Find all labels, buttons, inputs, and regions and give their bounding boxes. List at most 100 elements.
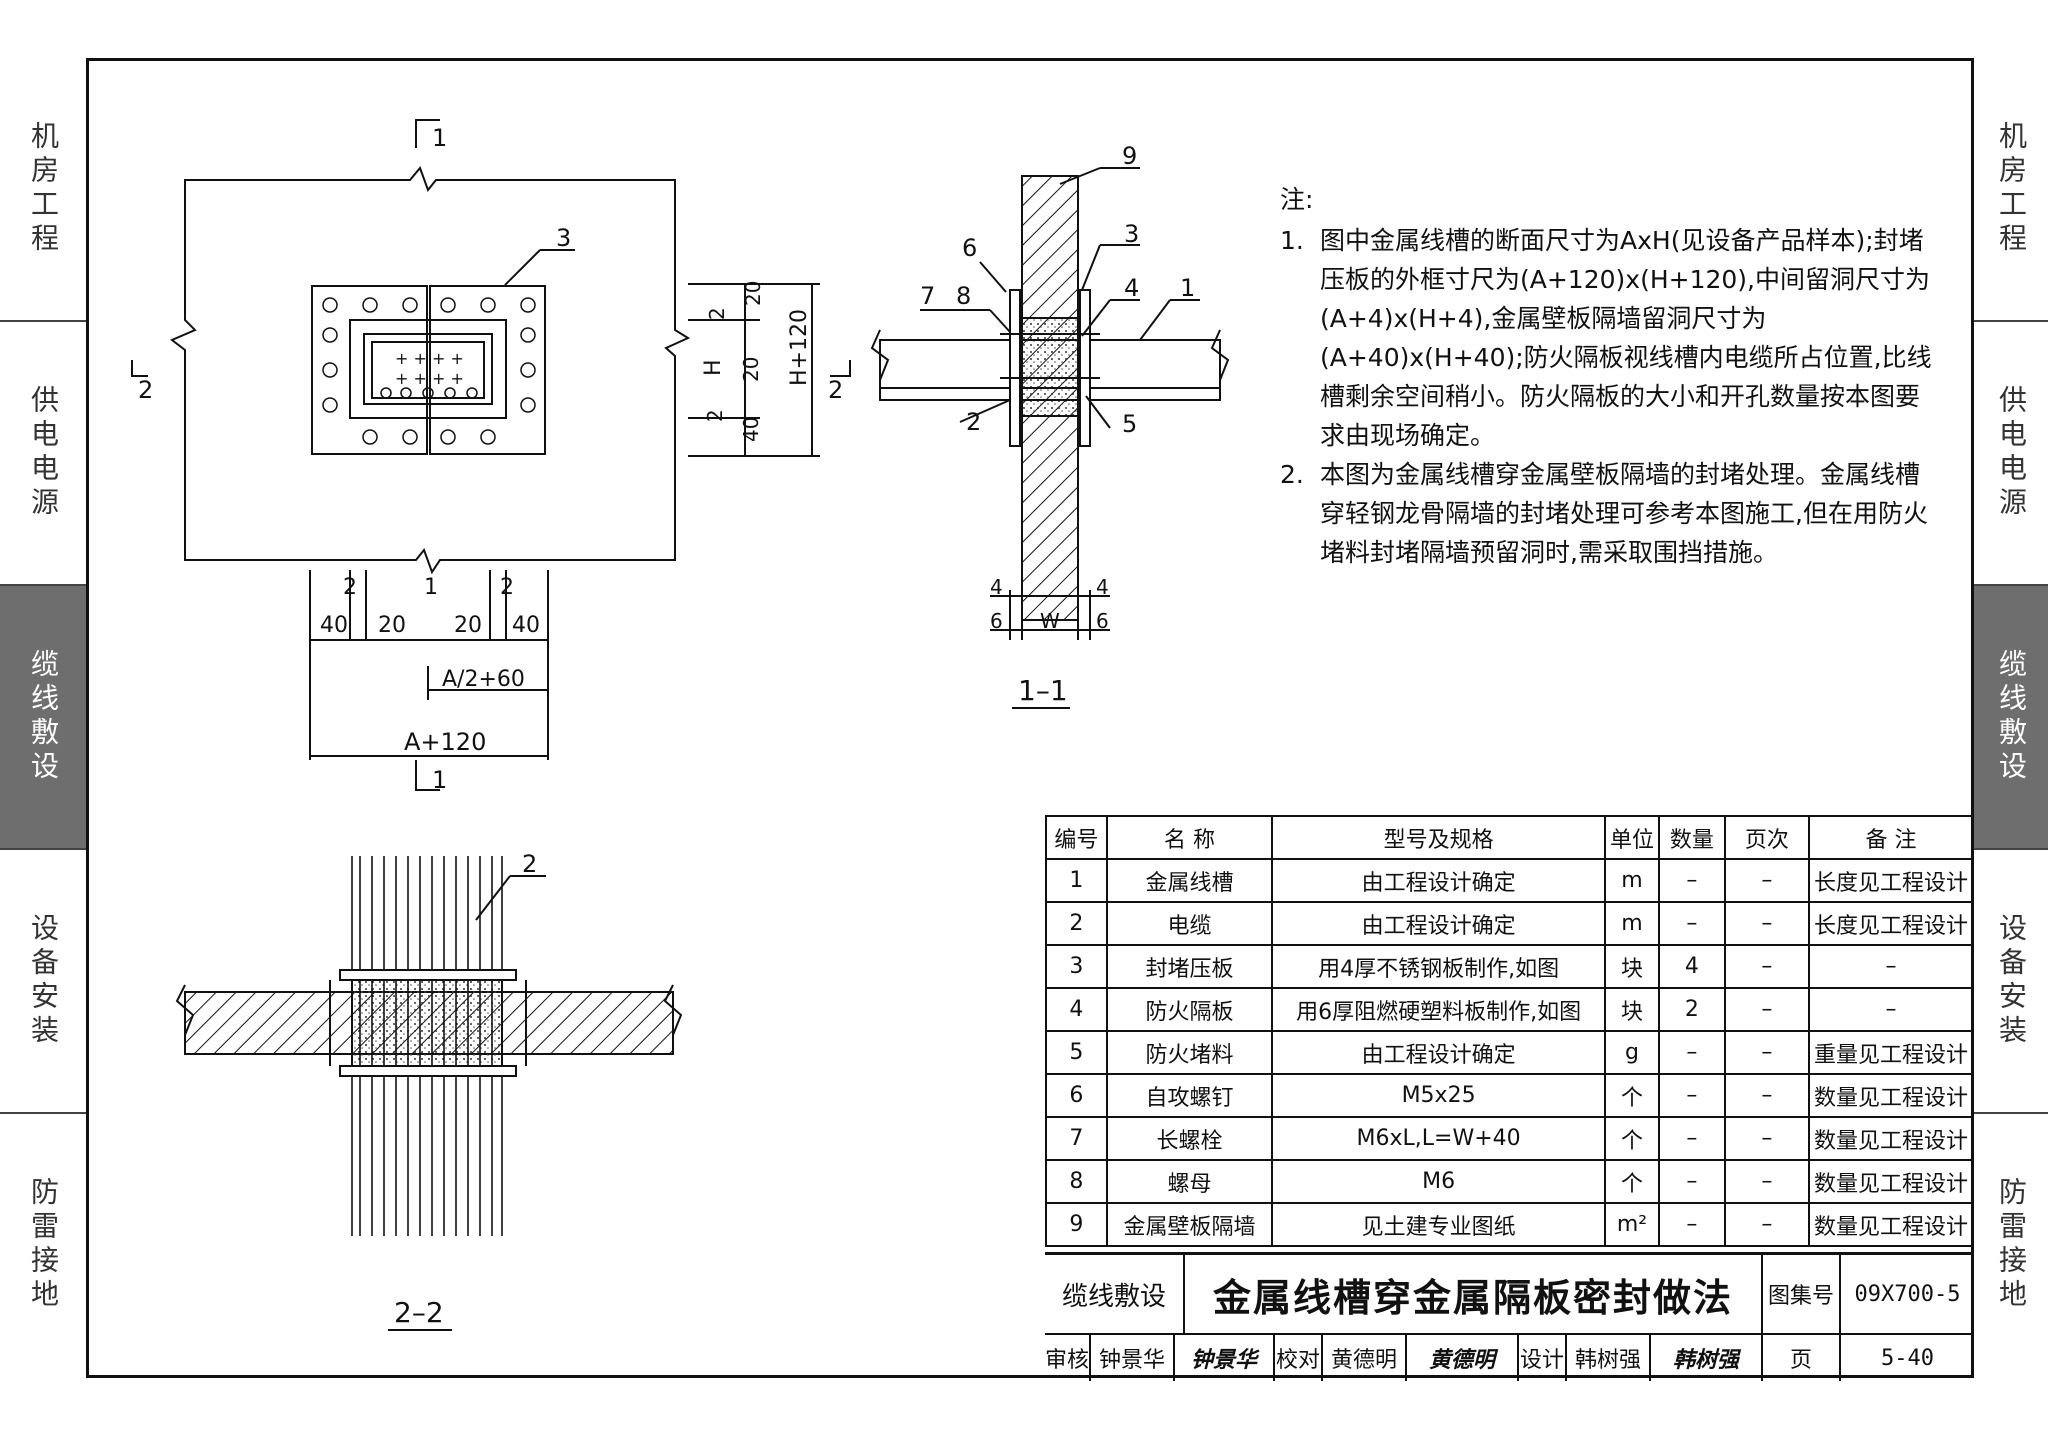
cell: – bbox=[1657, 901, 1726, 946]
note-number: 2. bbox=[1280, 460, 1304, 489]
review-label: 审核 bbox=[1045, 1335, 1091, 1381]
cell: 重量见工程设计 bbox=[1807, 1030, 1975, 1075]
notes-block: 注: 1. 图中金属线槽的断面尺寸为AxH(见设备产品样本);封堵压板的外框寸尺… bbox=[1280, 180, 1940, 572]
callout-3: 3 bbox=[1124, 220, 1139, 248]
callout-3-plan: 3 bbox=[556, 224, 571, 252]
section-2-2 bbox=[175, 856, 683, 1331]
section-mark-1-top: 1 bbox=[432, 124, 447, 152]
side-tab-equipment[interactable]: 设备安装 bbox=[1974, 850, 2048, 1114]
cell: – bbox=[1723, 1202, 1810, 1247]
cell: 由工程设计确定 bbox=[1271, 1030, 1606, 1075]
callout-4: 4 bbox=[1124, 274, 1139, 302]
side-tab-label: 供电电源 bbox=[27, 385, 60, 521]
cell: 由工程设计确定 bbox=[1271, 858, 1606, 903]
cell: – bbox=[1657, 1159, 1726, 1204]
side-tab-lightning[interactable]: 防雷接地 bbox=[0, 1114, 86, 1376]
cell: – bbox=[1657, 1116, 1726, 1161]
cell: 防火堵料 bbox=[1105, 1030, 1274, 1075]
dim-2d: 2 bbox=[500, 575, 514, 600]
svg-text:+ + + +: + + + + bbox=[395, 349, 464, 368]
side-tab-label: 设备安装 bbox=[27, 913, 60, 1049]
cell: M6xL,L=W+40 bbox=[1271, 1116, 1606, 1161]
page-label: 页 bbox=[1763, 1335, 1841, 1381]
cell: m bbox=[1603, 858, 1660, 903]
cell: 3 bbox=[1045, 944, 1108, 989]
side-tab-power[interactable]: 供电电源 bbox=[0, 322, 86, 586]
designer-name: 韩树强 bbox=[1567, 1335, 1651, 1381]
side-tab-label: 机房工程 bbox=[27, 121, 60, 257]
cell: g bbox=[1603, 1030, 1660, 1075]
dim-2c: 2 bbox=[343, 575, 357, 600]
screw-row-top bbox=[322, 297, 536, 313]
cell: 由工程设计确定 bbox=[1271, 901, 1606, 946]
cell: 螺母 bbox=[1105, 1159, 1274, 1204]
atlas-label: 图集号 bbox=[1763, 1255, 1841, 1333]
cell: – bbox=[1657, 1030, 1726, 1075]
cell: 4 bbox=[1657, 944, 1726, 989]
side-tab-label: 机房工程 bbox=[1995, 121, 2028, 257]
callout-2-section: 2 bbox=[522, 850, 537, 878]
side-tab-cabling[interactable]: 缆线敷设 bbox=[1974, 586, 2048, 850]
col-header: 名 称 bbox=[1105, 815, 1274, 860]
cell: 长螺栓 bbox=[1105, 1116, 1274, 1161]
dim-H120: H+120 bbox=[787, 309, 812, 386]
cell: 个 bbox=[1603, 1073, 1660, 1118]
side-tab-cabling[interactable]: 缆线敷设 bbox=[0, 586, 86, 850]
col-header: 单位 bbox=[1603, 815, 1660, 860]
side-tab-equipment[interactable]: 设备安装 bbox=[0, 850, 86, 1114]
side-tab-machine-room[interactable]: 机房工程 bbox=[0, 58, 86, 322]
cell: – bbox=[1807, 944, 1975, 989]
cell: – bbox=[1657, 1073, 1726, 1118]
svg-text:+ + + +: + + + + bbox=[395, 369, 464, 388]
cell: – bbox=[1723, 1116, 1810, 1161]
side-tab-power[interactable]: 供电电源 bbox=[1974, 322, 2048, 586]
dim-6a: 6 bbox=[990, 609, 1003, 633]
side-tab-label: 供电电源 bbox=[1995, 385, 2028, 521]
col-header: 页次 bbox=[1723, 815, 1810, 860]
dim-2b: 2 bbox=[703, 409, 727, 422]
design-label: 设计 bbox=[1519, 1335, 1567, 1381]
cell: 电缆 bbox=[1105, 901, 1274, 946]
cell: 1 bbox=[1045, 858, 1108, 903]
cell: 金属壁板隔墙 bbox=[1105, 1202, 1274, 1247]
note-text: 图中金属线槽的断面尺寸为AxH(见设备产品样本);封堵压板的外框寸尺为(A+12… bbox=[1320, 226, 1932, 450]
col-header: 型号及规格 bbox=[1271, 815, 1606, 860]
cell: M5x25 bbox=[1271, 1073, 1606, 1118]
cell: 用4厚不锈钢板制作,如图 bbox=[1271, 944, 1606, 989]
page-number: 5-40 bbox=[1881, 1345, 1934, 1371]
dim-20c: 20 bbox=[378, 613, 406, 638]
cell: – bbox=[1723, 858, 1810, 903]
side-tab-label: 防雷接地 bbox=[1995, 1177, 2028, 1313]
cell: 6 bbox=[1045, 1073, 1108, 1118]
cell: – bbox=[1723, 987, 1810, 1032]
side-tab-machine-room[interactable]: 机房工程 bbox=[1974, 58, 2048, 322]
callout-2: 2 bbox=[966, 408, 981, 436]
dim-4b: 4 bbox=[1096, 575, 1109, 599]
dim-6b: 6 bbox=[1096, 609, 1109, 633]
dim-20d: 20 bbox=[454, 613, 482, 638]
atlas-number: 09X700-5 bbox=[1854, 1281, 1961, 1307]
section-mark-1-bottom: 1 bbox=[432, 766, 447, 794]
callout-6: 6 bbox=[962, 234, 977, 262]
reviewer-name: 钟景华 bbox=[1091, 1335, 1175, 1381]
cell: – bbox=[1807, 987, 1975, 1032]
callout-1: 1 bbox=[1180, 274, 1195, 302]
title-category: 缆线敷设 bbox=[1045, 1255, 1185, 1333]
notes-heading: 注: bbox=[1280, 185, 1314, 214]
side-tab-label: 缆线敷设 bbox=[1995, 649, 2028, 785]
dim-W: W bbox=[1040, 609, 1060, 633]
side-tab-label: 设备安装 bbox=[1995, 913, 2028, 1049]
cell: – bbox=[1723, 944, 1810, 989]
side-tab-lightning[interactable]: 防雷接地 bbox=[1974, 1114, 2048, 1376]
cell: – bbox=[1657, 1202, 1726, 1247]
right-side-tabs: 机房工程 供电电源 缆线敷设 设备安装 防雷接地 bbox=[1974, 58, 2048, 1378]
section-1-1-labels: 9 6 3 7 8 4 1 2 5 4 4 6 W 6 1–1 bbox=[920, 142, 1195, 707]
section-1-1 bbox=[870, 167, 1230, 709]
col-header: 数量 bbox=[1657, 815, 1726, 860]
dim-20b: 20 bbox=[739, 357, 763, 382]
cell: M6 bbox=[1271, 1159, 1606, 1204]
